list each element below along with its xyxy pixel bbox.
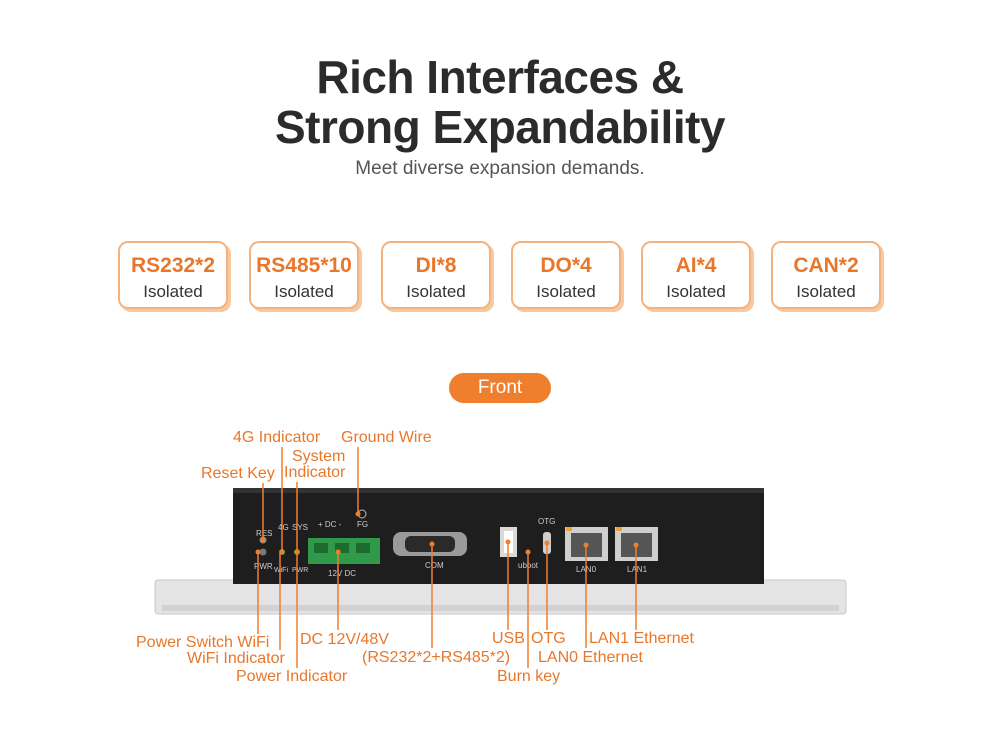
- feature-sub: Isolated: [796, 282, 856, 301]
- feature-name: CAN*2: [793, 254, 859, 277]
- callout-reset-key: Reset Key: [201, 465, 275, 482]
- front-view-label: Front: [449, 373, 551, 403]
- feature-card-ai: AI*4 Isolated: [641, 241, 751, 309]
- title-line-1: Rich Interfaces &: [316, 51, 684, 103]
- callout-otg: OTG: [531, 630, 566, 647]
- reset-button-icon: [259, 548, 267, 556]
- feature-card-can: CAN*2 Isolated: [771, 241, 881, 309]
- lan1-led: [616, 527, 622, 531]
- panel-label-res: RES: [256, 529, 272, 538]
- callout-com: (RS232*2+RS485*2): [362, 649, 511, 666]
- dc-terminal-slot: [335, 543, 349, 553]
- leader-lines-bottom: [257, 542, 637, 668]
- callout-dc: DC 12V/48V: [300, 631, 389, 648]
- feature-sub: Isolated: [536, 282, 596, 301]
- feature-sub: Isolated: [143, 282, 203, 301]
- page-subtitle: Meet diverse expansion demands.: [355, 158, 645, 179]
- callout-usb: USB: [492, 630, 525, 647]
- panel-label-sys: SYS: [292, 523, 308, 532]
- device-body-top-edge: [233, 488, 764, 493]
- feature-name: AI*4: [675, 254, 717, 277]
- callout-wifi-indicator: WiFi Indicator: [187, 650, 285, 667]
- feature-card-rs485: RS485*10 Isolated: [249, 241, 359, 309]
- feature-card-do: DO*4 Isolated: [511, 241, 621, 309]
- leader-lines-top: [262, 447, 359, 552]
- panel-label-pwr-led: PWR: [292, 567, 308, 574]
- callout-power-indicator: Power Indicator: [236, 668, 348, 685]
- leader-dots: [255, 511, 639, 555]
- device-bezel-shadow: [162, 605, 839, 611]
- feature-name: RS485*10: [256, 254, 352, 277]
- feature-sub: Isolated: [406, 282, 466, 301]
- feature-card-di: DI*8 Isolated: [381, 241, 491, 309]
- feature-cards: RS232*2 Isolated RS485*10 Isolated DI*8 …: [118, 241, 884, 311]
- lan0-led: [566, 527, 572, 531]
- callout-system-indicator-1: System: [292, 448, 346, 465]
- feature-name: DO*4: [540, 254, 592, 277]
- callout-burn-key: Burn key: [497, 668, 561, 685]
- feature-sub: Isolated: [666, 282, 726, 301]
- callout-system-indicator-2: Indicator: [284, 464, 346, 481]
- panel-label-wifi: WiFi: [274, 567, 288, 574]
- callout-power-switch: Power Switch WiFi: [136, 634, 270, 651]
- callout-lan0: LAN0 Ethernet: [538, 649, 643, 666]
- page-title: Rich Interfaces & Strong Expandability: [0, 52, 1000, 152]
- feature-sub: Isolated: [274, 282, 334, 301]
- dc-terminal-slot: [314, 543, 328, 553]
- panel-label-fg: FG: [357, 520, 368, 529]
- feature-name: DI*8: [415, 254, 457, 277]
- panel-label-12vdc: 12V DC: [328, 569, 356, 578]
- callout-ground-wire: Ground Wire: [341, 429, 432, 446]
- panel-label-com: COM: [425, 561, 444, 570]
- device-body: [233, 488, 764, 584]
- panel-label-dc: + DC -: [318, 520, 342, 529]
- panel-label-lan1: LAN1: [627, 565, 648, 574]
- panel-label-pwr: PWR: [254, 562, 273, 571]
- callout-4g-indicator: 4G Indicator: [233, 429, 321, 446]
- panel-label-4g: 4G: [278, 523, 289, 532]
- feature-name: RS232*2: [130, 254, 216, 277]
- panel-label-otg: OTG: [538, 517, 555, 526]
- feature-card-rs232: RS232*2 Isolated: [118, 241, 228, 309]
- dc-terminal-slot: [356, 543, 370, 553]
- title-line-2: Strong Expandability: [274, 101, 726, 153]
- callout-lan1: LAN1 Ethernet: [589, 630, 694, 647]
